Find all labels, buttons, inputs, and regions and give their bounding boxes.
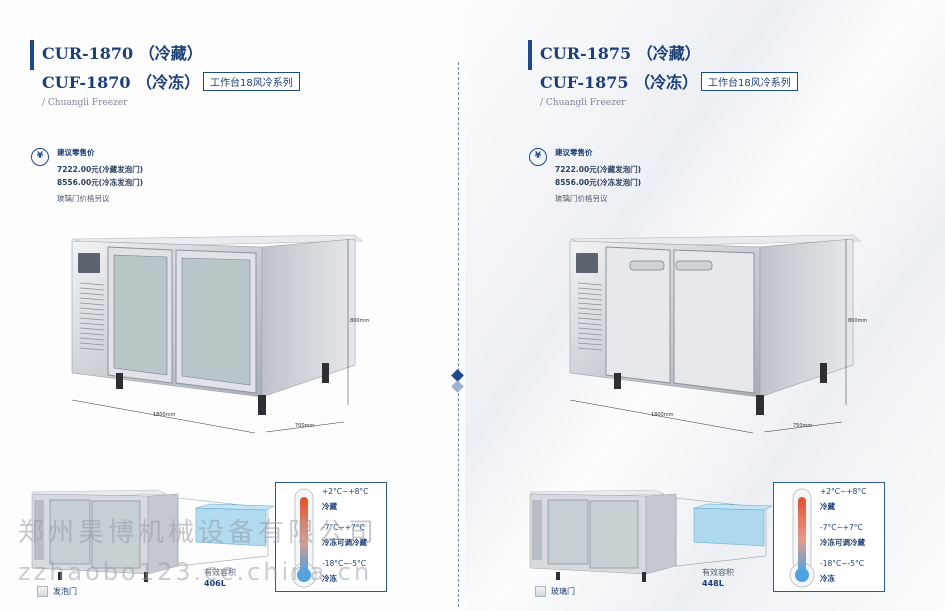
- model-title-freezer: CUF-1875 （冷冻）: [540, 73, 699, 92]
- temp-freezer-label: 冷冻: [820, 574, 835, 583]
- price-icon: ¥: [31, 148, 49, 166]
- temp-freezer-label: 冷冻: [322, 574, 337, 583]
- door-type-swatch: [37, 586, 48, 597]
- door-type-label: 玻璃门: [551, 587, 575, 596]
- temp-fridge-range: +2°C~+8°C: [820, 487, 867, 496]
- volume-label: 有效容积: [204, 568, 236, 577]
- series-tag: 工作台18风冷系列: [701, 72, 798, 91]
- temp-freezer-range: -18°C~-5°C: [322, 559, 366, 568]
- model-title-freezer: CUF-1870 （冷冻）: [42, 73, 201, 92]
- dimension-width: 1800mm: [153, 412, 176, 418]
- volume-label: 有效容积: [702, 568, 734, 577]
- product-thumbnail: [31, 489, 275, 582]
- product-image: [569, 234, 861, 434]
- title-accent-bar: [528, 40, 532, 70]
- column-divider: [458, 62, 459, 607]
- dimension-height: 800mm: [350, 318, 370, 324]
- price-note: 玻璃门价格另议: [57, 194, 110, 203]
- price-note: 玻璃门价格另议: [555, 194, 608, 203]
- thermometer-icon: [789, 488, 815, 588]
- thermometer-icon: [291, 488, 317, 588]
- price-fridge: 7222.00元(冷藏发泡门): [57, 165, 144, 174]
- temp-adjust-label: 冷冻可调冷藏: [322, 538, 367, 547]
- product-column-right: CUR-1875 （冷藏） CUF-1875 （冷冻） 工作台18风冷系列 / …: [498, 0, 945, 611]
- temp-fridge-label: 冷藏: [820, 502, 835, 511]
- temp-adjust-range: -7°C~+7°C: [322, 523, 365, 532]
- price-title: 建议零售价: [555, 148, 593, 157]
- brand-name: / Chuangli Freezer: [42, 98, 128, 108]
- temperature-panel: [275, 482, 387, 592]
- price-icon: ¥: [529, 148, 547, 166]
- price-fridge: 7222.00元(冷藏发泡门): [555, 165, 642, 174]
- product-thumbnail: [529, 489, 773, 582]
- volume-value: 406L: [204, 579, 226, 588]
- temp-fridge-label: 冷藏: [322, 502, 337, 511]
- brand-name: / Chuangli Freezer: [540, 98, 626, 108]
- temp-adjust-label: 冷冻可调冷藏: [820, 538, 865, 547]
- temp-fridge-range: +2°C~+8°C: [322, 487, 369, 496]
- title-accent-bar: [30, 40, 34, 70]
- price-freezer: 8556.00元(冷冻发泡门): [57, 178, 144, 187]
- dimension-width: 1800mm: [651, 412, 674, 418]
- door-type-label: 发泡门: [53, 587, 77, 596]
- dimension-depth: 700mm: [295, 423, 315, 429]
- price-freezer: 8556.00元(冷冻发泡门): [555, 178, 642, 187]
- series-tag: 工作台18风冷系列: [203, 72, 300, 91]
- door-type-swatch: [535, 586, 546, 597]
- dimension-height: 800mm: [848, 318, 868, 324]
- model-title-fridge: CUR-1875 （冷藏）: [540, 44, 701, 63]
- price-title: 建议零售价: [57, 148, 95, 157]
- product-column-left: CUR-1870 （冷藏） CUF-1870 （冷冻） 工作台18风冷系列 / …: [0, 0, 450, 611]
- temperature-panel: [773, 482, 885, 592]
- temp-freezer-range: -18°C~-5°C: [820, 559, 864, 568]
- model-title-fridge: CUR-1870 （冷藏）: [42, 44, 203, 63]
- dimension-depth: 750mm: [793, 423, 813, 429]
- volume-value: 448L: [702, 579, 724, 588]
- product-image: [71, 234, 363, 434]
- temp-adjust-range: -7°C~+7°C: [820, 523, 863, 532]
- divider-diamond-light: [451, 380, 464, 393]
